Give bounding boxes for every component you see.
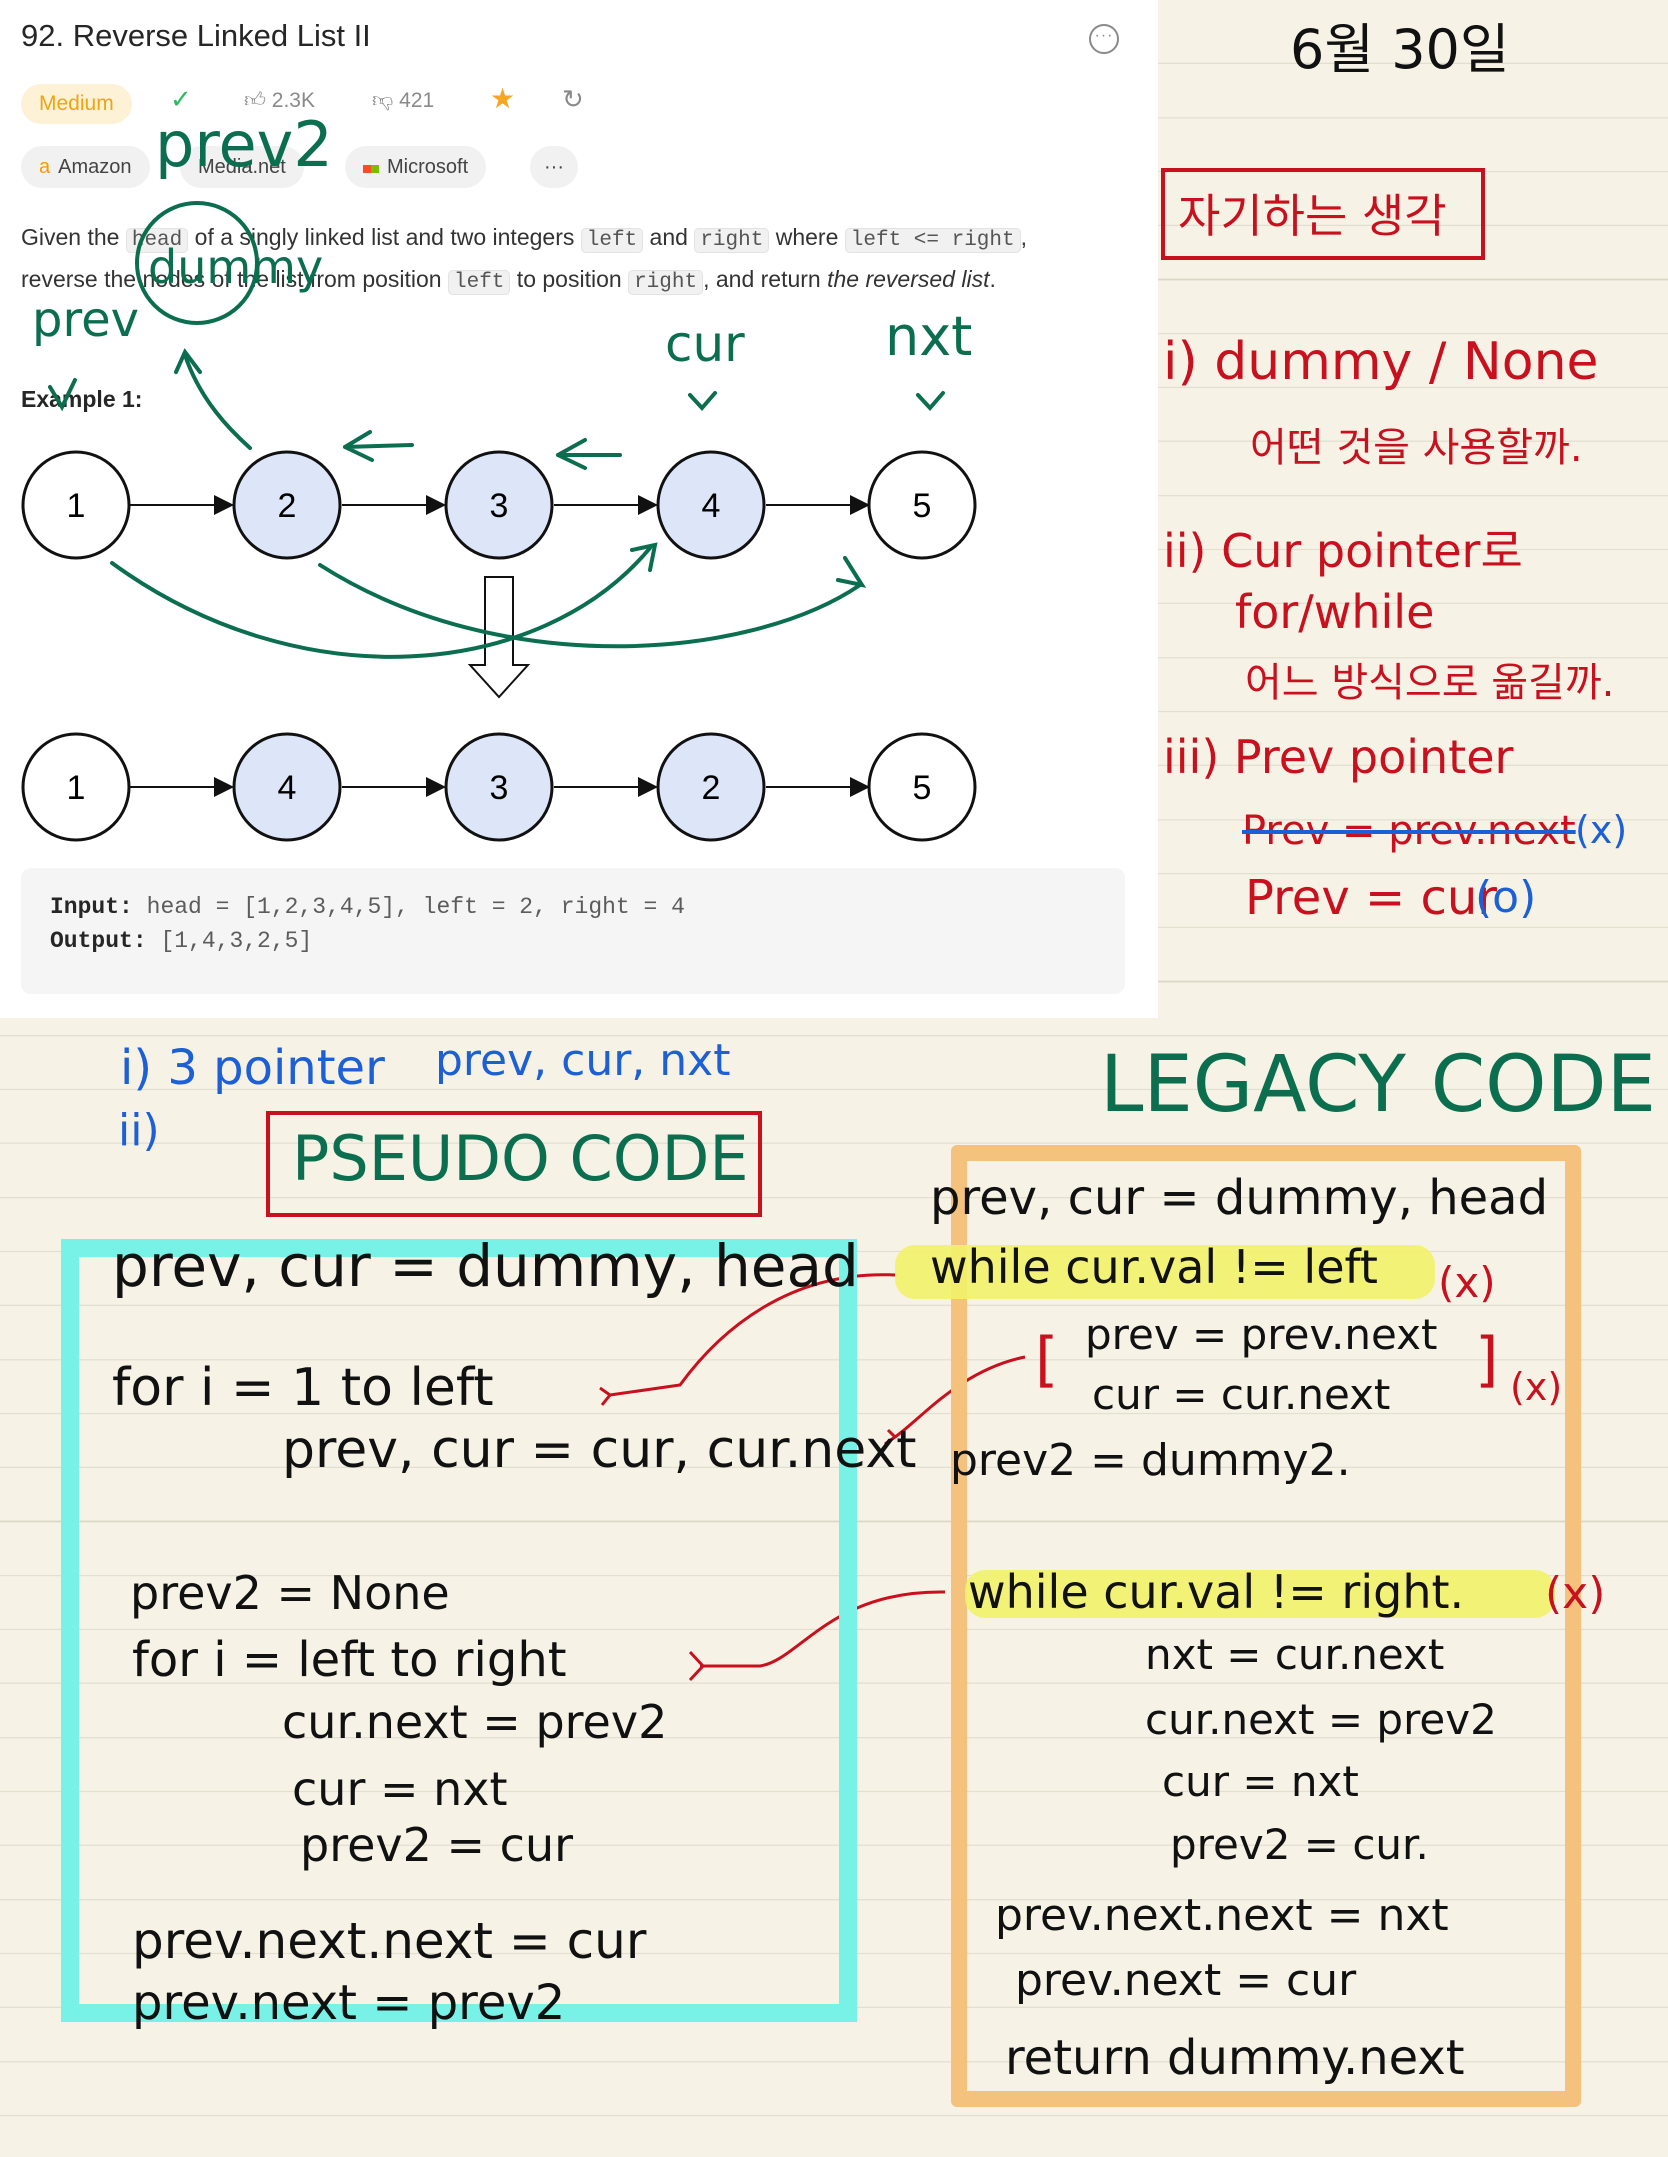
pseudo-line-6: cur.next = prev2 <box>282 1695 668 1749</box>
cur-annotation: cur <box>665 315 745 373</box>
list-after: 1 4 3 2 5 <box>21 732 977 842</box>
legacy-line-11: prev.next.next = nxt <box>995 1890 1449 1941</box>
pseudo-line-5: for i = left to right <box>132 1632 567 1688</box>
legacy-title: LEGACY CODE <box>1100 1040 1656 1130</box>
thinking-title-box <box>1161 168 1485 260</box>
note-pointer-names: prev, cur, nxt <box>435 1035 731 1086</box>
prev2-annotation: prev2 <box>155 108 333 181</box>
like-button[interactable]: 👍︎ 2.3K <box>244 87 315 113</box>
dislike-button[interactable]: 👎︎ 421 <box>372 87 434 113</box>
company-chip-microsoft[interactable]: Microsoft <box>345 146 487 188</box>
nxt-annotation: nxt <box>885 305 973 368</box>
problem-title: 92. Reverse Linked List II <box>21 18 371 53</box>
solved-check-icon: ✓ <box>170 84 192 114</box>
green-annotations <box>48 201 945 659</box>
svg-text:5: 5 <box>913 769 932 807</box>
example-io-box: Input: head = [1,2,3,4,5], left = 2, rig… <box>21 868 1125 994</box>
legacy-line-6: while cur.val != right. <box>968 1565 1465 1619</box>
dislike-count: 421 <box>399 89 435 112</box>
problem-description: Given the head of a singly linked list a… <box>21 224 1027 295</box>
legacy-mark-2: (x) <box>1510 1365 1563 1409</box>
legacy-highlight-2 <box>965 1570 1555 1618</box>
svg-text:4: 4 <box>278 769 297 807</box>
question-2: ii) Cur pointer로 <box>1163 524 1523 578</box>
node-1-label: 1 <box>67 487 86 525</box>
more-options-icon[interactable]: ··· <box>1089 24 1119 54</box>
legacy-line-5: prev2 = dummy2. <box>950 1435 1351 1486</box>
pseudo-title-box <box>266 1111 762 1217</box>
legacy-code-box <box>951 1145 1581 2107</box>
node-4-label: 4 <box>702 487 721 525</box>
node-1 <box>21 450 131 560</box>
question-3-wrong-mark: (x) <box>1575 808 1628 852</box>
svg-text:1: 1 <box>67 769 86 807</box>
more-companies-button[interactable]: ··· <box>530 146 578 188</box>
microsoft-icon <box>363 146 379 188</box>
legacy-bracket-close: ] <box>1475 1325 1499 1395</box>
legacy-line-10: prev2 = cur. <box>1170 1820 1429 1869</box>
thumbs-up-icon: 👍︎ <box>244 89 266 112</box>
pseudo-line-8: prev2 = cur <box>300 1818 574 1872</box>
node-2 <box>232 450 342 560</box>
node-5-label: 5 <box>913 487 932 525</box>
share-icon[interactable]: ↻ <box>562 84 584 114</box>
node-4 <box>656 450 766 560</box>
pseudo-line-7: cur = nxt <box>292 1762 508 1816</box>
node-3-label: 3 <box>490 487 509 525</box>
legacy-line-1: prev, cur = dummy, head <box>930 1170 1549 1226</box>
dummy-annotation: dummy <box>148 240 324 294</box>
node-3 <box>444 450 554 560</box>
example-heading: Example 1: <box>21 386 143 412</box>
list-before: 1 2 3 4 5 <box>21 450 977 560</box>
legacy-line-2: while cur.val != left <box>930 1240 1378 1294</box>
node-5 <box>867 450 977 560</box>
thumbs-down-icon: 👎︎ <box>372 89 394 112</box>
question-1-detail: 어떤 것을 사용할까. <box>1250 425 1583 471</box>
like-count: 2.3K <box>271 89 315 112</box>
legacy-line-7: nxt = cur.next <box>1145 1630 1445 1679</box>
question-3-right-mark: (o) <box>1475 872 1537 923</box>
legacy-line-9: cur = nxt <box>1162 1757 1359 1806</box>
note-three-pointer: i) 3 pointer <box>120 1040 385 1096</box>
pseudo-title: PSEUDO CODE <box>292 1122 749 1195</box>
question-3-wrong: Prev = prev.next <box>1242 808 1576 854</box>
amazon-icon: a <box>39 156 51 178</box>
pseudo-line-9: prev.next.next = cur <box>132 1912 647 1970</box>
question-2-loop: for/while <box>1235 585 1435 639</box>
legacy-line-8: cur.next = prev2 <box>1145 1695 1497 1744</box>
prev-annotation: prev <box>32 292 140 348</box>
difficulty-badge: Medium <box>21 84 132 124</box>
legacy-line-13: return dummy.next <box>1005 2030 1465 2086</box>
legacy-mark-3: (x) <box>1545 1568 1606 1619</box>
question-3-right: Prev = cur <box>1245 870 1497 926</box>
legacy-line-12: prev.next = cur <box>1015 1955 1357 2006</box>
pseudo-line-4: prev2 = None <box>130 1566 450 1620</box>
pseudo-code-box <box>61 1239 857 2022</box>
question-3: iii) Prev pointer <box>1163 730 1514 784</box>
legacy-bracket-open: [ <box>1035 1325 1059 1395</box>
red-arrows <box>599 1273 1026 1682</box>
pseudo-line-10: prev.next = prev2 <box>132 1975 566 2031</box>
company-chip-media-net[interactable]: Media.net <box>180 146 304 188</box>
pseudo-line-1: prev, cur = dummy, head <box>112 1232 859 1300</box>
star-icon[interactable]: ★ <box>490 83 516 114</box>
legacy-highlight-1 <box>895 1245 1435 1299</box>
legacy-mark-1: (x) <box>1438 1258 1496 1307</box>
question-2-detail: 어느 방식으로 옮길까. <box>1245 660 1615 706</box>
node-2-label: 2 <box>278 487 297 525</box>
legacy-line-3: prev = prev.next <box>1085 1310 1438 1359</box>
svg-text:2: 2 <box>702 769 721 807</box>
pseudo-line-2: for i = 1 to left <box>112 1358 494 1418</box>
date-note: 6월 30일 <box>1290 18 1510 81</box>
svg-text:3: 3 <box>490 769 509 807</box>
legacy-line-4: cur = cur.next <box>1092 1370 1391 1419</box>
thinking-title: 자기하는 생각 <box>1178 189 1447 243</box>
pseudo-line-3: prev, cur = cur, cur.next <box>282 1420 917 1480</box>
question-1: i) dummy / None <box>1163 332 1599 392</box>
note-two: ii) <box>118 1105 160 1156</box>
